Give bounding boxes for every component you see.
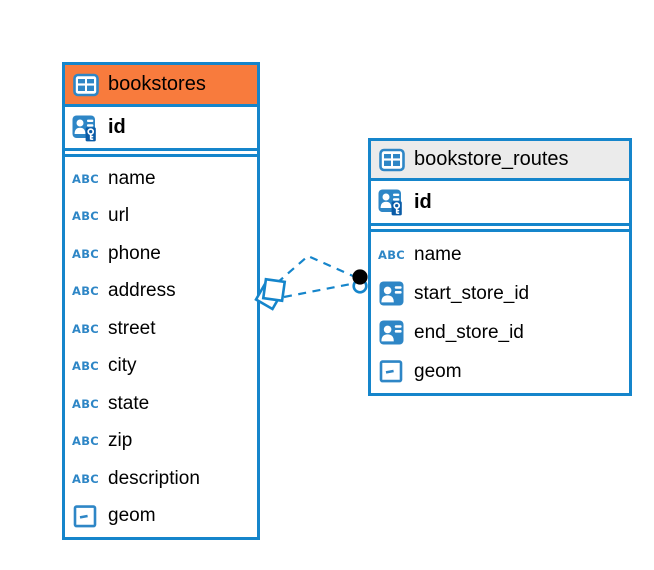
column-name: name	[414, 243, 462, 265]
column-row-description[interactable]: ABC description	[65, 460, 257, 498]
relationship-line[interactable]	[283, 282, 352, 299]
column-row-start-store-id[interactable]: start_store_id	[371, 274, 629, 313]
text-type-icon: ABC	[72, 359, 100, 374]
column-name: url	[108, 205, 130, 227]
table-header[interactable]: bookstore_routes	[371, 141, 629, 181]
relationship-diamond-marker[interactable]	[261, 277, 287, 303]
column-list: ABC name start_store_id end_store_id geom	[371, 229, 629, 393]
column-name: start_store_id	[414, 282, 530, 304]
text-type-icon: ABC	[72, 321, 100, 336]
column-row-name[interactable]: ABC name	[371, 235, 629, 274]
table-title: bookstore_routes	[414, 148, 569, 170]
reference-type-icon	[378, 319, 405, 347]
column-row-url[interactable]: ABC url	[65, 198, 257, 236]
text-type-icon: ABC	[378, 247, 406, 262]
column-row-city[interactable]: ABC city	[65, 348, 257, 386]
table-title: bookstores	[108, 73, 206, 95]
primary-key-row[interactable]: id	[371, 181, 629, 226]
table-bookstore-routes[interactable]: bookstore_routes id ABC name start_store_…	[368, 138, 632, 396]
column-name: phone	[108, 242, 161, 264]
column-row-phone[interactable]: ABC phone	[65, 235, 257, 273]
column-name: geom	[108, 505, 156, 527]
column-row-geom[interactable]: geom	[371, 352, 629, 391]
column-name: id	[108, 116, 126, 138]
column-name: name	[108, 167, 156, 189]
column-name: street	[108, 317, 156, 339]
relationship-line[interactable]	[276, 254, 354, 284]
reference-type-icon	[378, 280, 405, 308]
text-type-icon: ABC	[72, 396, 100, 411]
column-row-state[interactable]: ABC state	[65, 385, 257, 423]
text-type-icon: ABC	[72, 246, 100, 261]
column-row-geom[interactable]: geom	[65, 498, 257, 536]
text-type-icon: ABC	[72, 171, 100, 186]
column-row-street[interactable]: ABC street	[65, 310, 257, 348]
column-name: state	[108, 392, 150, 414]
primary-key-icon	[72, 114, 99, 142]
geometry-type-icon	[72, 502, 99, 530]
text-type-icon: ABC	[72, 434, 100, 449]
primary-key-row[interactable]: id	[65, 107, 257, 151]
column-name: end_store_id	[414, 321, 524, 343]
column-name: zip	[108, 430, 133, 452]
column-row-name[interactable]: ABC name	[65, 160, 257, 198]
table-icon	[72, 71, 99, 99]
relationship-endpoint-ring[interactable]	[352, 278, 368, 294]
column-name: id	[414, 190, 432, 213]
text-type-icon: ABC	[72, 209, 100, 224]
text-type-icon: ABC	[72, 284, 100, 299]
table-header[interactable]: bookstores	[65, 65, 257, 107]
table-icon	[378, 146, 405, 174]
column-row-zip[interactable]: ABC zip	[65, 423, 257, 461]
column-name: description	[108, 467, 200, 489]
column-name: city	[108, 355, 137, 377]
geometry-type-icon	[378, 358, 405, 386]
column-name: geom	[414, 360, 462, 382]
column-row-end-store-id[interactable]: end_store_id	[371, 313, 629, 352]
column-row-address[interactable]: ABC address	[65, 273, 257, 311]
text-type-icon: ABC	[72, 471, 100, 486]
primary-key-icon	[378, 188, 405, 216]
relationship-endpoint-dot[interactable]	[352, 269, 368, 285]
column-name: address	[108, 280, 176, 302]
